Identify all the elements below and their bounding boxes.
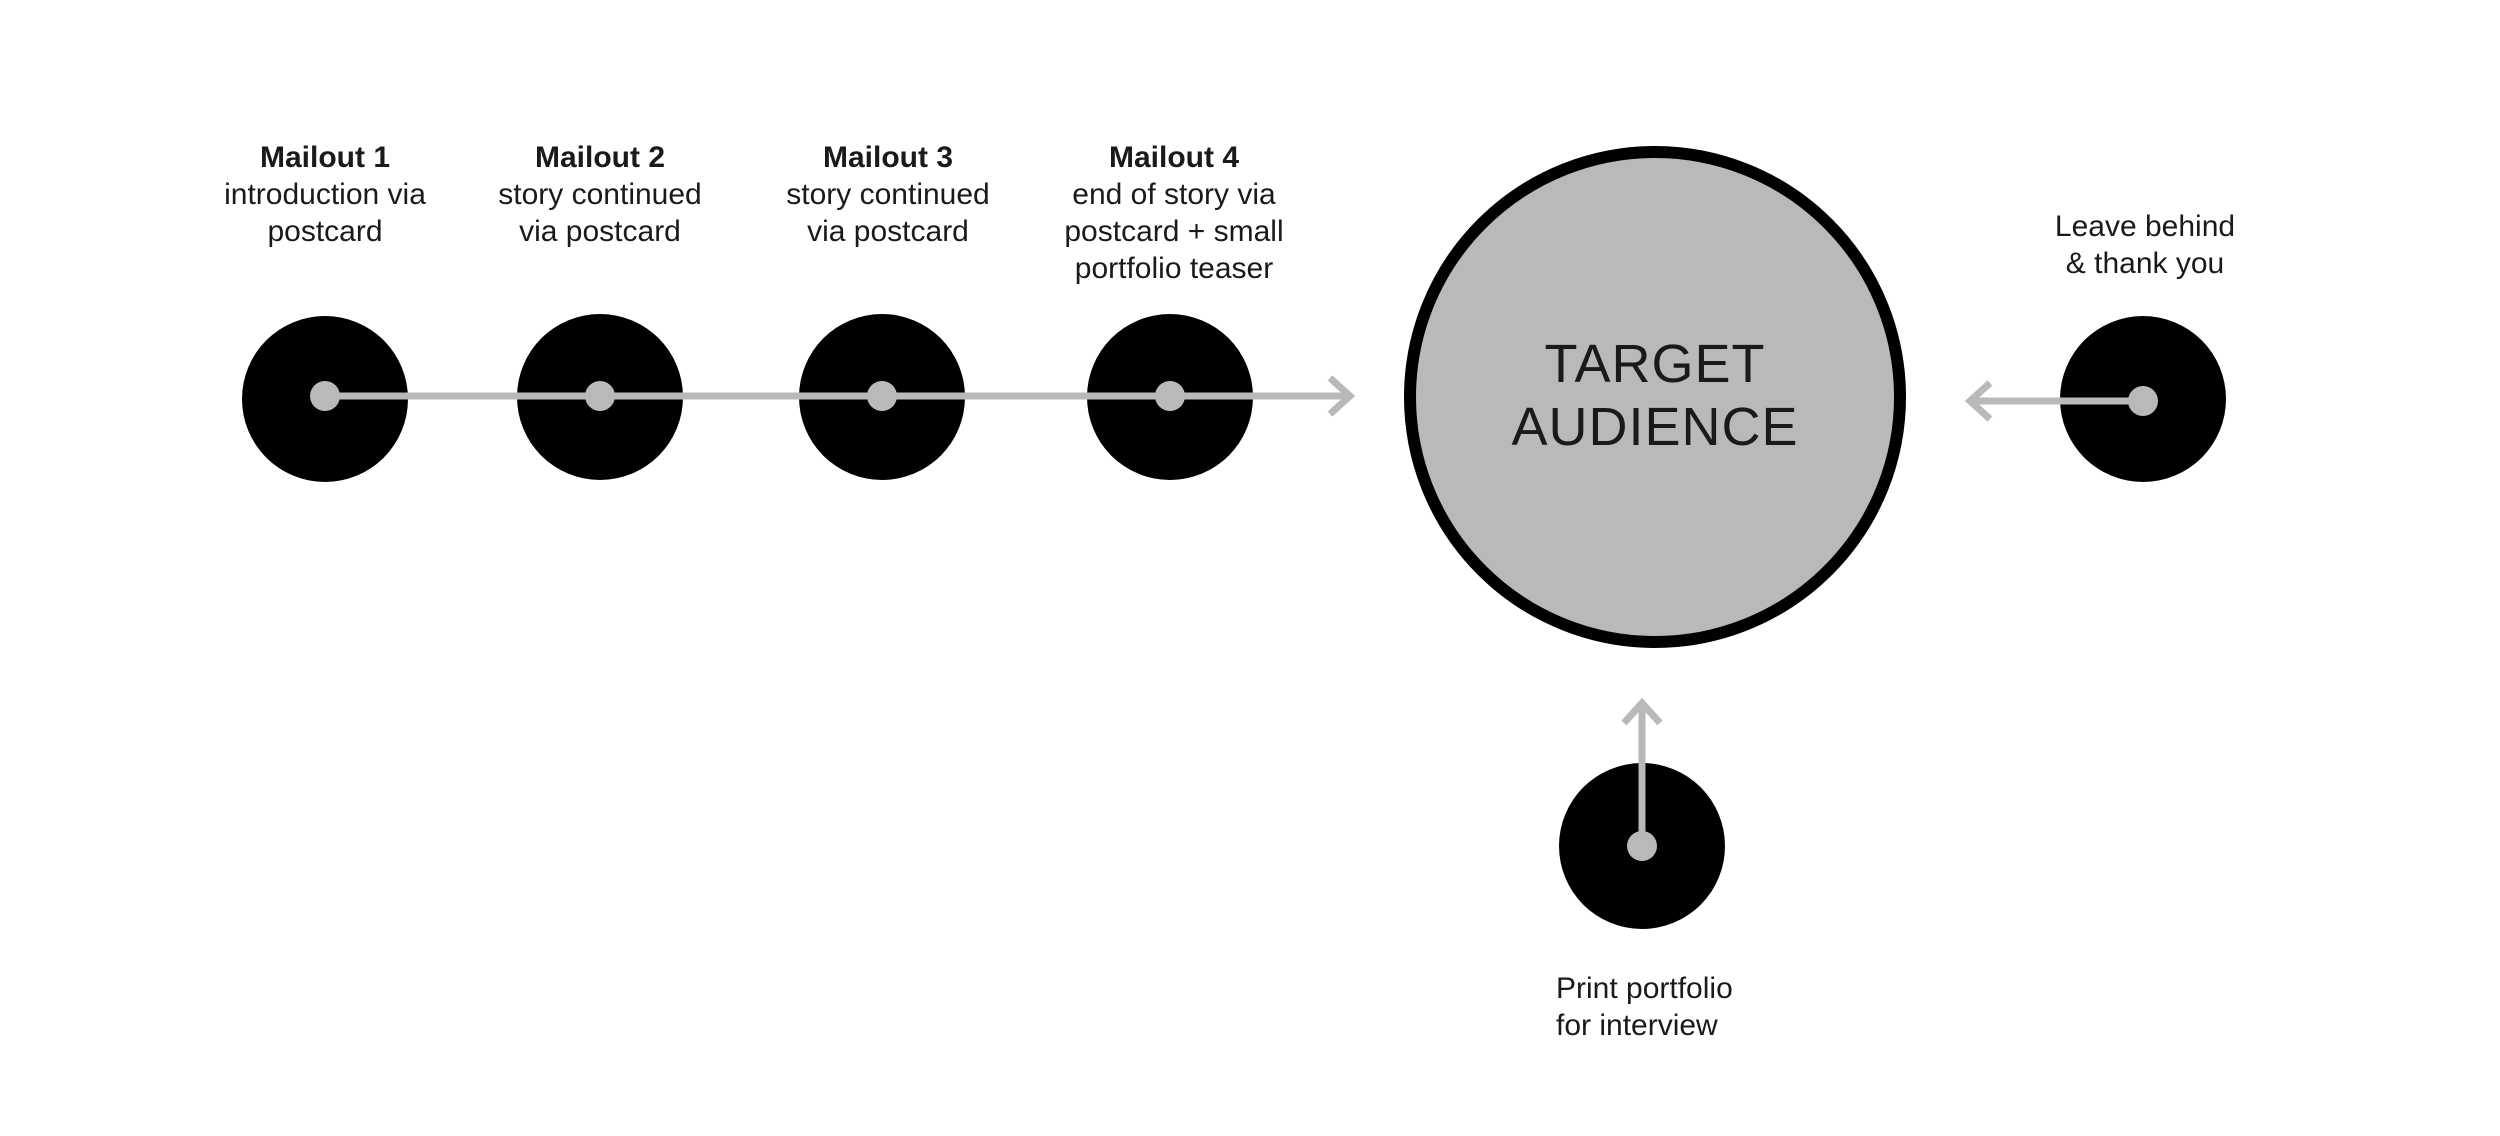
mailout-2-desc-line: via postcard [519,215,681,248]
mailout-4-desc-line: postcard + small [1064,215,1284,248]
mailout-1-desc-line: introduction via [224,178,426,211]
mailout-4-desc-line: portfolio teaser [1074,252,1274,285]
print-portfolio-label: Print portfolio for interview [1556,970,1733,1044]
leave-behind-line-1: Leave behind [2054,210,2236,243]
target-audience-line-2: AUDIENCE [1511,397,1799,457]
print-portfolio-arrowhead [1621,697,1663,726]
print-portfolio-line-2: for interview [1556,1009,1718,1042]
mailout-1-label: Mailout 1 introduction via postcard [224,139,426,250]
mailout-3-title: Mailout 3 [822,141,954,174]
target-audience-circle [1404,146,1906,648]
mailout-flow-arrowhead [1327,375,1356,417]
print-portfolio-dot [1627,831,1657,861]
mailout-1-desc-line: postcard [267,215,383,248]
mailout-4-title: Mailout 4 [1108,141,1240,174]
leave-behind-dot [2128,386,2158,416]
mailout-4-desc-line: end of story via [1072,178,1276,211]
mailout-2-desc-line: story continued [498,178,702,211]
leave-behind-arrowhead [1964,380,1993,422]
mailout-3-dot [867,381,897,411]
mailout-3-label: Mailout 3 story continued via postcard [786,139,989,250]
mailout-2-dot [585,381,615,411]
leave-behind-line-2: & thank you [2065,247,2225,280]
target-audience-label: TARGET AUDIENCE [1511,333,1798,459]
mailout-1-title: Mailout 1 [259,141,391,174]
leave-behind-label: Leave behind & thank you [2055,208,2235,282]
print-portfolio-line-1: Print portfolio [1556,972,1733,1005]
mailout-3-desc-line: via postcard [807,215,969,248]
mailout-4-label: Mailout 4 end of story via postcard + sm… [1064,139,1283,287]
target-audience-line-1: TARGET [1544,334,1766,394]
mailout-3-desc-line: story continued [786,178,990,211]
mailout-2-title: Mailout 2 [534,141,666,174]
mailout-4-dot [1155,381,1185,411]
mailout-2-label: Mailout 2 story continued via postcard [498,139,701,250]
mailout-1-dot [310,381,340,411]
